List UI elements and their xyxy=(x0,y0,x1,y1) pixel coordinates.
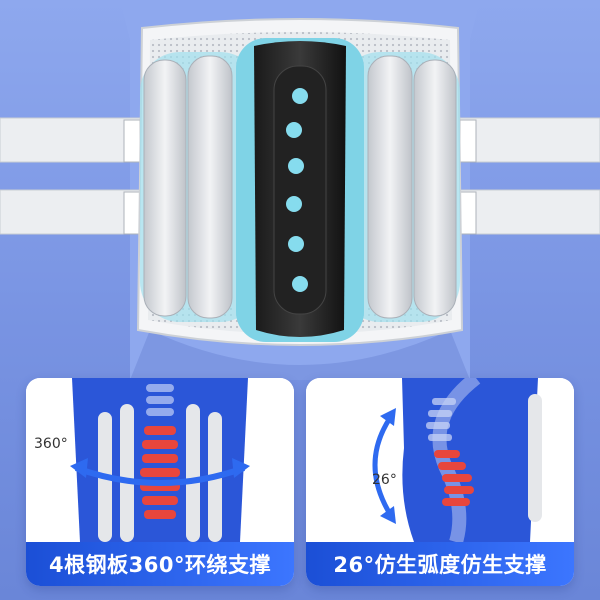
angle-label: 26° xyxy=(372,472,397,488)
panel-360-support: 360° 4根钢板360°环绕支撑 xyxy=(26,378,294,586)
curve-arrow-icon xyxy=(372,408,396,524)
rotation-arrow-icon xyxy=(70,458,250,486)
caption-360-support: 4根钢板360°环绕支撑 xyxy=(26,542,294,586)
panel-26-degree-support: 26° 26°仿生弧度仿生支撑 xyxy=(306,378,574,586)
caption-26-degree-support: 26°仿生弧度仿生支撑 xyxy=(306,542,574,586)
spine-illustration-icon xyxy=(26,378,294,542)
spine-side-illustration-icon xyxy=(306,378,574,542)
angle-label: 360° xyxy=(34,436,68,452)
